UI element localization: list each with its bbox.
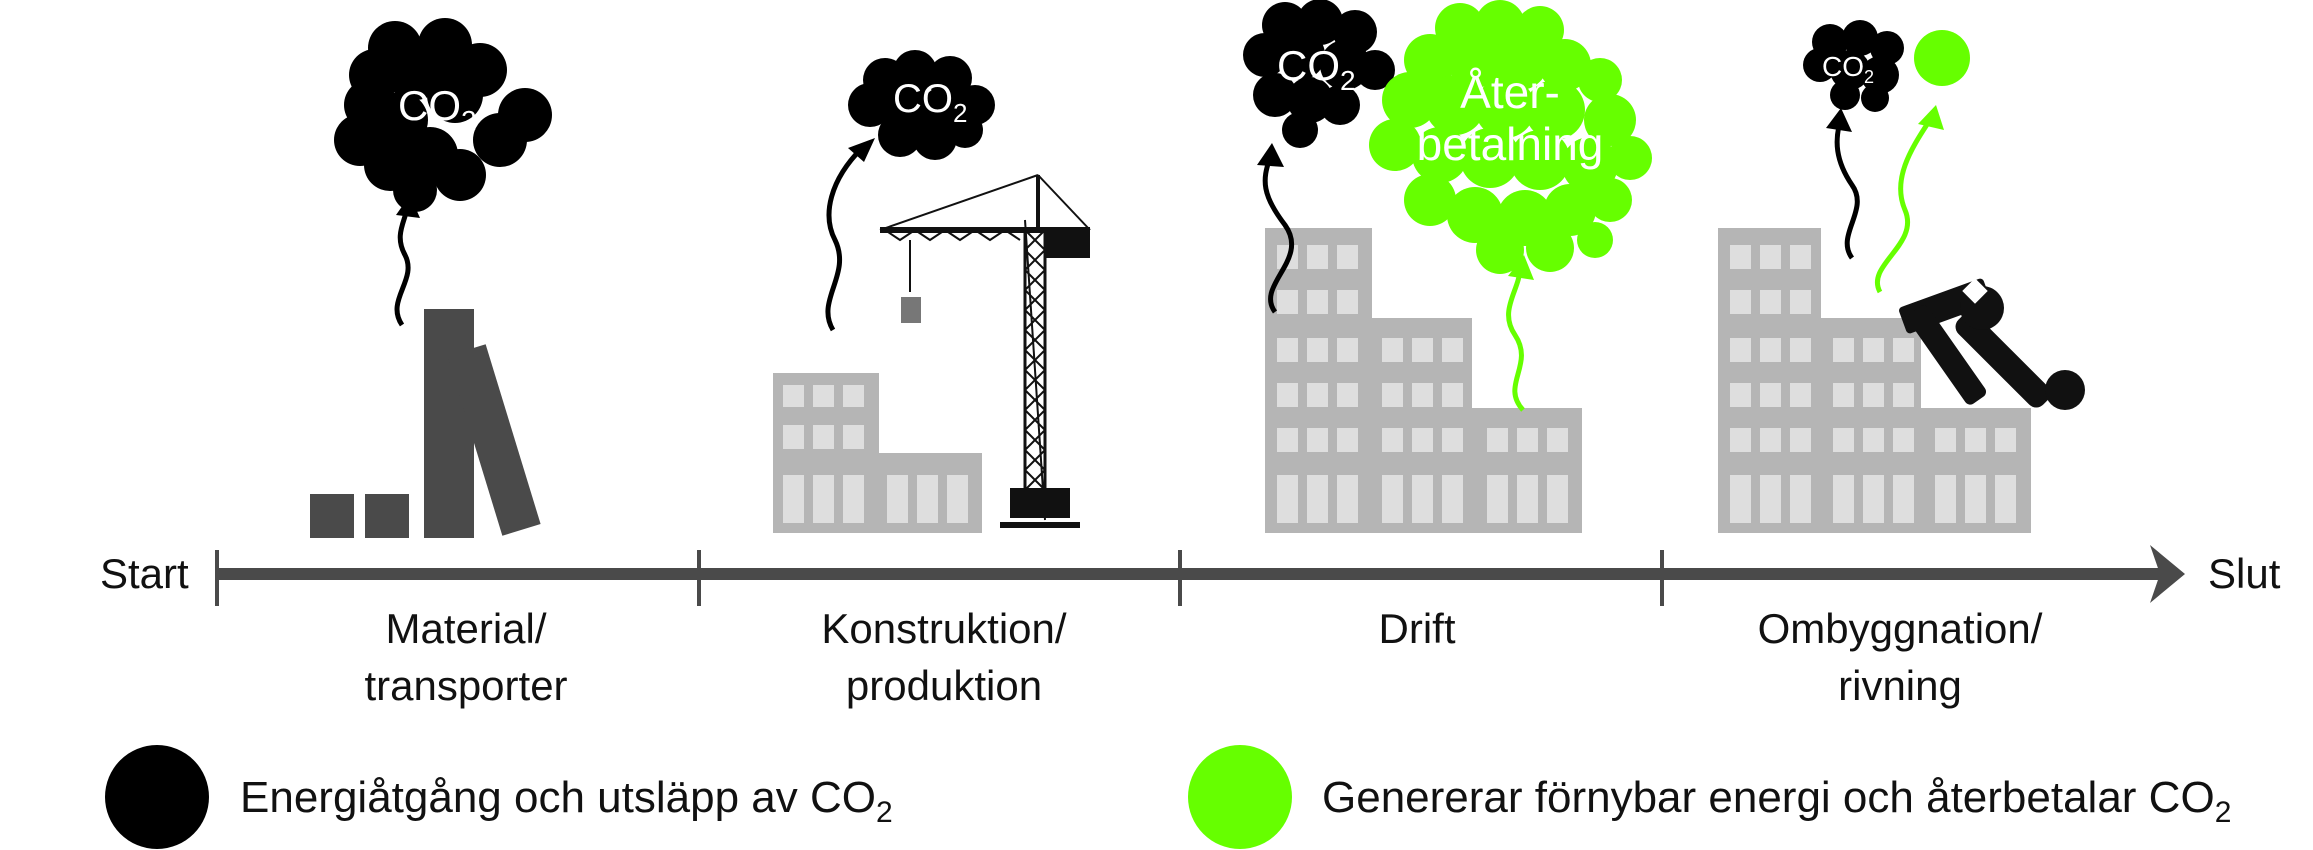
- phase-labels: Material/ transporter Konstruktion/ prod…: [364, 605, 2042, 709]
- timeline-tick-1: [697, 550, 701, 606]
- timeline: Start Slut: [100, 545, 2281, 606]
- timeline-arrowhead-shape: [2150, 545, 2185, 603]
- crane-load: [901, 297, 921, 323]
- phase-label-material-line1: Material/: [385, 605, 546, 652]
- cloud-icon-renovation: [1803, 20, 1904, 112]
- timeline-start-label: Start: [100, 550, 189, 597]
- co2-label-renovation: CO2: [1822, 51, 1874, 87]
- arrow-icon-material: [394, 204, 411, 327]
- co2-label-construction: CO2: [893, 77, 967, 128]
- wrench-icon: [1955, 278, 2085, 410]
- phase-label-renovation-line1: Ombyggnation/: [1758, 605, 2043, 652]
- arrow-icon-renovation-green: [1875, 118, 1933, 294]
- building-icon-renovation: [1718, 228, 2031, 533]
- phase-label-construction-line2: produktion: [846, 662, 1042, 709]
- legend-swatch-renewable: [1188, 745, 1292, 849]
- cloud-icon-operation: [1243, 0, 1395, 148]
- timeline-tick-3: [1660, 550, 1664, 606]
- legend-label-emission: Energiåtgång och utsläpp av CO2: [240, 773, 893, 829]
- building-icon-operation: [1265, 228, 1582, 533]
- phase-label-operation: Drift: [1379, 605, 1456, 652]
- cloud-icon-payback: [1369, 0, 1652, 274]
- materials-icon: [310, 309, 541, 538]
- arrow-icon-construction: [825, 146, 864, 332]
- crane-icon: [879, 174, 1091, 528]
- arrow-icon-operation: [1262, 157, 1295, 314]
- cloud-icon-material: [334, 18, 552, 212]
- building-icon-construction: [773, 373, 982, 533]
- co2-label-material: CO2: [398, 82, 477, 136]
- cloud-icon-renovation-green: [1914, 30, 1970, 86]
- cloud-icon-construction: [848, 50, 995, 160]
- timeline-bar: [218, 568, 2173, 580]
- timeline-end-label: Slut: [2208, 550, 2281, 597]
- co2-label-operation: CO2: [1277, 42, 1356, 96]
- payback-label-line2: betalning: [1417, 118, 1604, 170]
- legend-swatch-emission: [105, 745, 209, 849]
- legend-label-renewable: Genererar förnybar energi och återbetala…: [1322, 773, 2231, 829]
- payback-label-line1: Åter-: [1460, 66, 1560, 118]
- phase-label-renovation-line2: rivning: [1838, 662, 1962, 709]
- timeline-tick-0: [215, 550, 219, 606]
- phase-label-construction-line1: Konstruktion/: [821, 605, 1066, 652]
- phase-label-material-line2: transporter: [364, 662, 567, 709]
- arrow-icon-renovation: [1834, 121, 1860, 260]
- arrow-icon-payback: [1506, 267, 1525, 412]
- legend: Energiåtgång och utsläpp av CO2 Generera…: [105, 745, 2231, 849]
- timeline-tick-2: [1178, 550, 1182, 606]
